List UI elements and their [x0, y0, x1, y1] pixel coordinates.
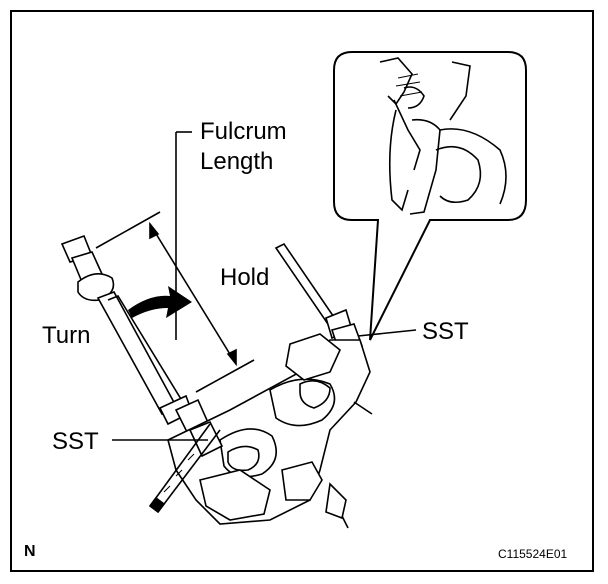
inset-detail: [333, 51, 527, 341]
steering-assembly: [148, 333, 373, 529]
figure-code: C115524E01: [498, 547, 568, 561]
sst-label-right: SST: [422, 318, 469, 345]
fulcrum-label-line2: Length: [200, 148, 274, 175]
fulcrum-label-line1: Fulcrum: [200, 118, 287, 145]
turn-label: Turn: [42, 322, 91, 349]
turn-arrow: [128, 286, 192, 318]
hold-label: Hold: [220, 264, 270, 291]
corner-mark: N: [24, 543, 36, 560]
sst-label-left: SST: [52, 428, 99, 455]
leader-lines: [112, 329, 417, 441]
